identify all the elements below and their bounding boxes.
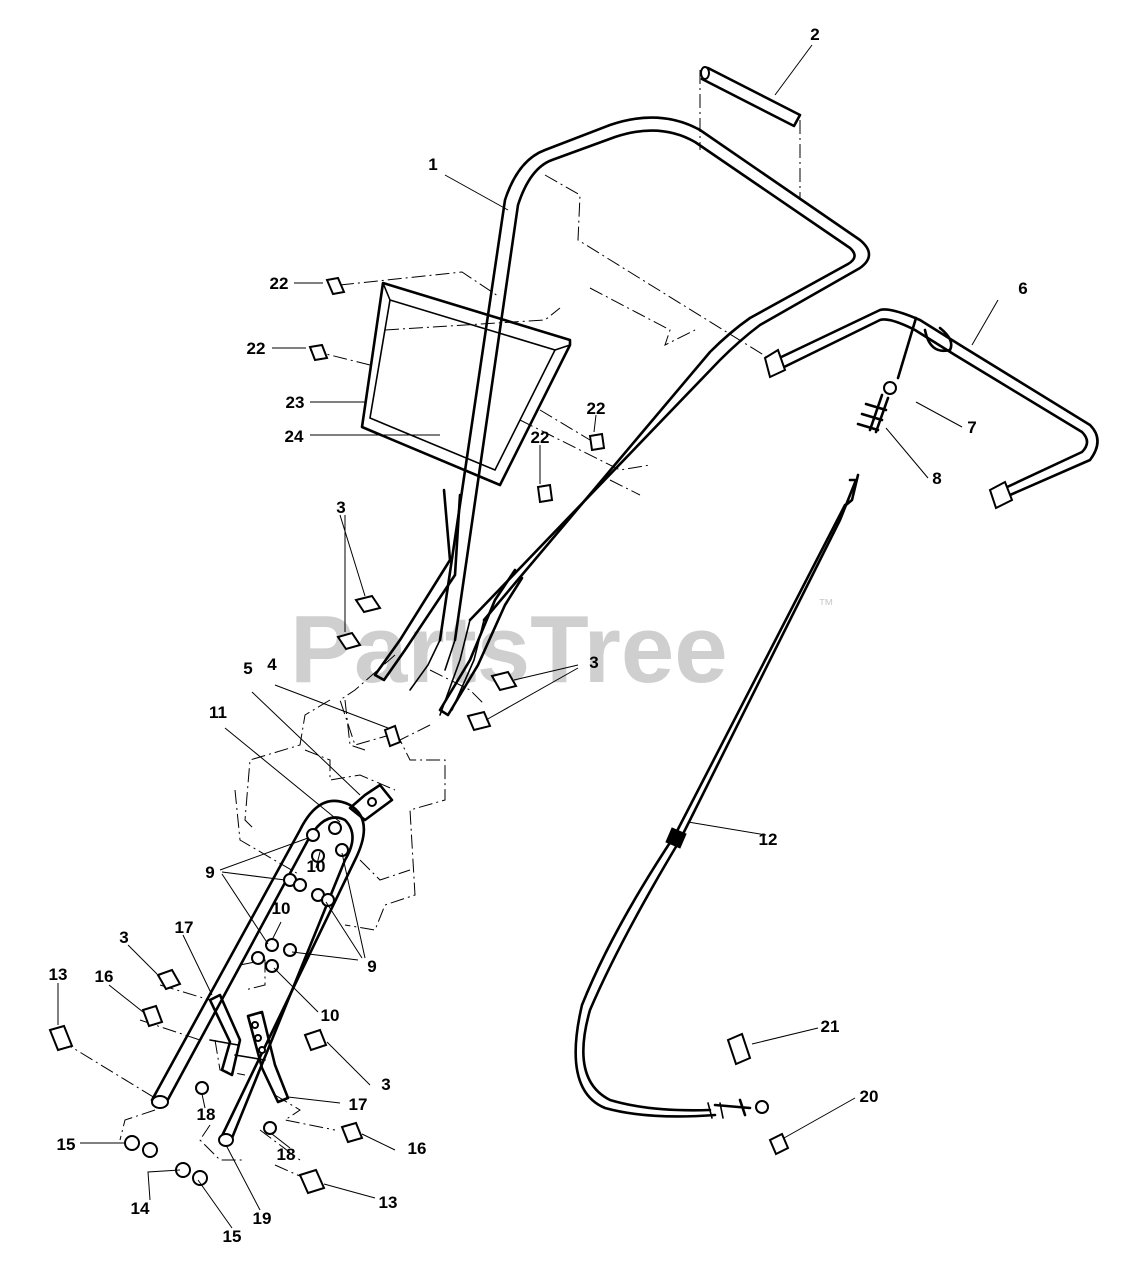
callout-15-bottom: 15 xyxy=(223,1227,242,1246)
callout-3-upper-left: 3 xyxy=(336,498,345,517)
lower-handle xyxy=(150,799,366,1147)
callout-3-lower-right: 3 xyxy=(381,1075,390,1094)
callout-23: 23 xyxy=(286,393,305,412)
nuts-and-washers xyxy=(251,821,349,973)
carriage-bolts xyxy=(141,1004,364,1144)
watermark-trademark: ™ xyxy=(818,597,834,614)
callout-13-right: 13 xyxy=(379,1193,398,1212)
callout-16-left: 16 xyxy=(95,967,114,986)
callout-17-upper: 17 xyxy=(175,918,194,937)
control-panel xyxy=(360,281,572,487)
eyebolt-and-spring xyxy=(844,316,918,507)
callout-15-left: 15 xyxy=(57,1135,76,1154)
callout-24: 24 xyxy=(285,427,304,446)
callout-18-right: 18 xyxy=(277,1145,296,1164)
callout-21: 21 xyxy=(821,1017,840,1036)
callout-10-lower: 10 xyxy=(321,1006,340,1025)
callout-12: 12 xyxy=(759,830,778,849)
callout-22-fourth: 22 xyxy=(531,428,550,447)
locknuts-and-washers xyxy=(124,1081,277,1186)
callout-2: 2 xyxy=(810,25,819,44)
callout-22-second: 22 xyxy=(247,339,266,358)
callout-8: 8 xyxy=(932,469,941,488)
callout-1: 1 xyxy=(428,155,437,174)
leader-lines xyxy=(57,44,999,1229)
callout-3-upper-right: 3 xyxy=(589,653,598,672)
control-cable xyxy=(574,478,858,1119)
callout-10-upper: 10 xyxy=(307,857,326,876)
callout-9-right: 9 xyxy=(367,957,376,976)
callout-20: 20 xyxy=(860,1087,879,1106)
callout-6: 6 xyxy=(1018,279,1027,298)
handle-brackets xyxy=(208,993,290,1104)
callout-22-top: 22 xyxy=(270,274,289,293)
pivot-bolts xyxy=(48,1024,326,1195)
callout-11: 11 xyxy=(209,703,227,722)
callout-10-middle: 10 xyxy=(272,899,291,918)
callout-14: 14 xyxy=(131,1199,150,1218)
callout-19: 19 xyxy=(253,1209,272,1228)
mounting-hardware xyxy=(348,724,402,822)
hand-grip xyxy=(700,66,802,128)
callout-17-lower: 17 xyxy=(349,1095,368,1114)
callout-22-third: 22 xyxy=(587,399,606,418)
shoulder-bolt-and-nut xyxy=(726,1032,790,1156)
callout-13-left: 13 xyxy=(49,965,68,984)
callout-labels: 1 2 3 3 3 3 4 5 6 7 8 9 9 10 10 10 11 12… xyxy=(49,25,1028,1246)
upper-handle-ends xyxy=(373,488,524,717)
callout-18-left: 18 xyxy=(197,1105,216,1124)
callout-9-left: 9 xyxy=(205,863,214,882)
callout-3-lower-left: 3 xyxy=(119,928,128,947)
callout-16-right: 16 xyxy=(408,1139,427,1158)
callout-7: 7 xyxy=(967,418,976,437)
callout-4: 4 xyxy=(267,655,277,674)
callout-5: 5 xyxy=(243,659,252,678)
panel-screws xyxy=(308,276,606,504)
bolts xyxy=(156,594,518,1052)
control-bail xyxy=(763,308,1099,510)
